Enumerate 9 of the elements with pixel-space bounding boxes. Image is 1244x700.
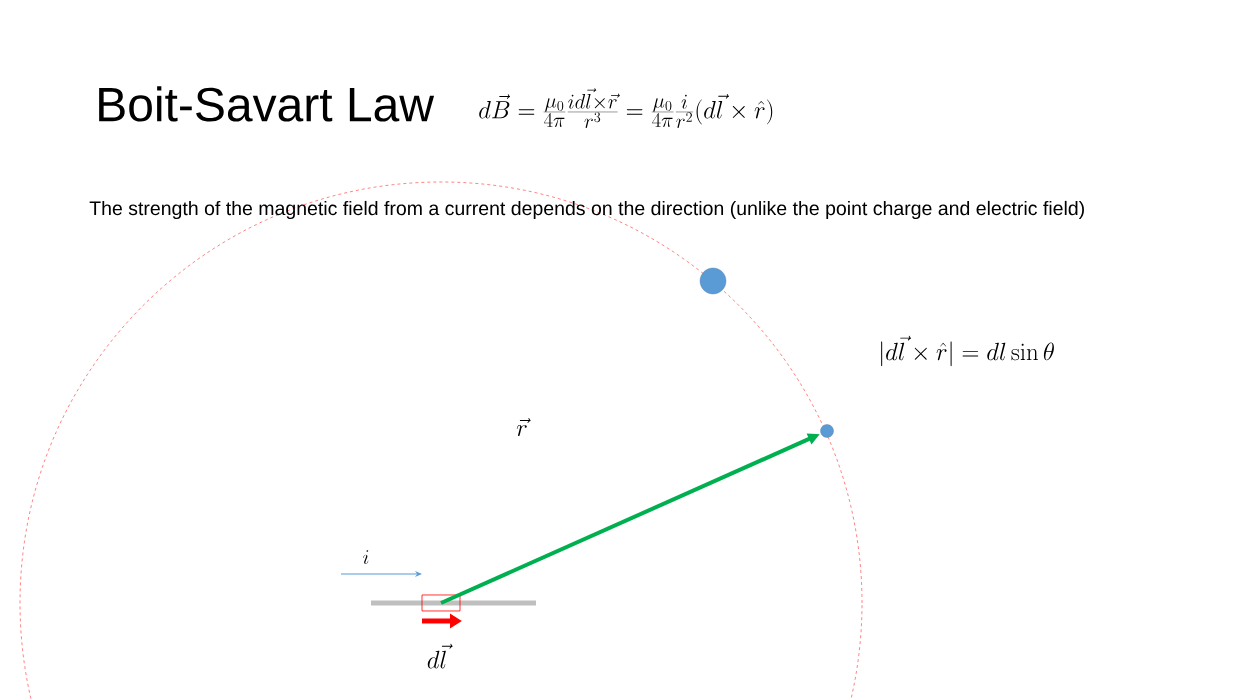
description-text: The strength of the magnetic field from a current depends on the direction (unlike the point charge and electric field) xyxy=(89,200,1084,220)
title: Boit-Savart Law xyxy=(99,86,435,122)
current-label: $i$ xyxy=(363,550,369,564)
formula: $d\vec{B} = \frac{\mu_0}{4\pi}\frac{i d\vec{l}\times\vec{r}}{r^3} = \frac{\mu_0}{4\pi}\frac{i}{r^2}(d\vec{l}\times\hat{r})$ xyxy=(479,88,773,129)
element-box xyxy=(421,594,461,612)
vector-label: $\vec{r}$ xyxy=(516,418,531,437)
point-dot xyxy=(699,267,727,295)
element-label: $d\vec{l}$ xyxy=(427,643,453,669)
formula: $|d\vec{l}\times\hat{r}| = dl\sin\theta$ xyxy=(881,335,1054,367)
